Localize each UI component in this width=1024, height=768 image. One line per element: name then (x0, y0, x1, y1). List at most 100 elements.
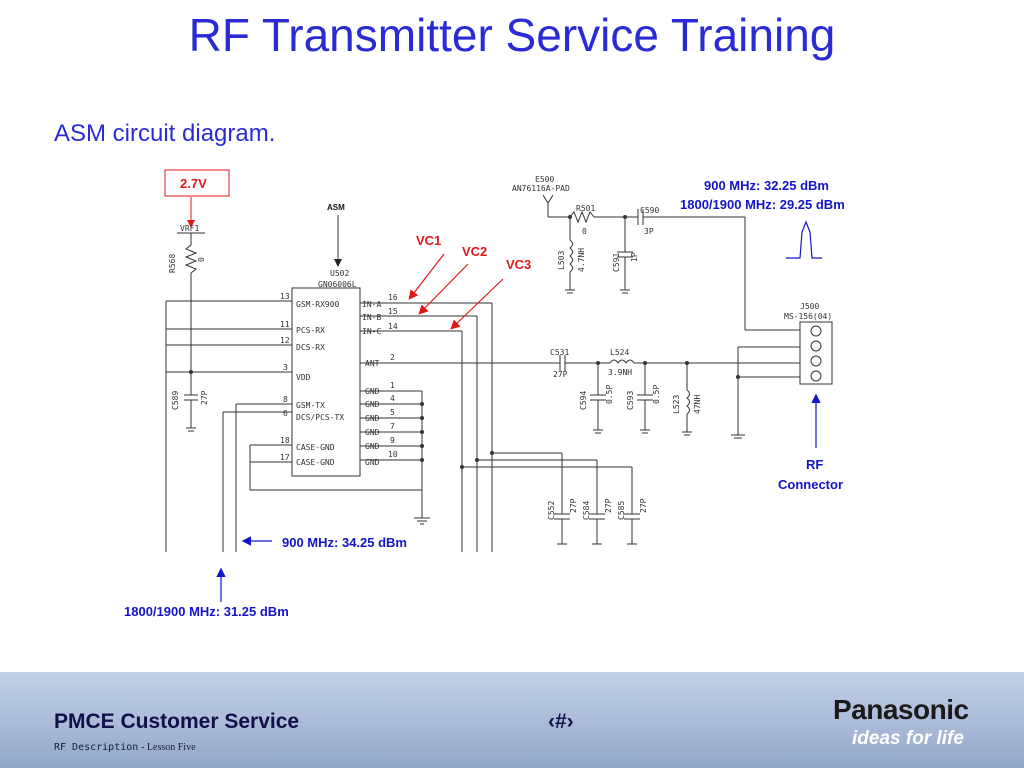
pin-num-right-7: 7 (390, 422, 395, 431)
pin-num-left-7: 17 (280, 453, 290, 462)
slide-number: ‹#› (548, 710, 574, 733)
pulse-waveform (786, 220, 822, 259)
pin-left-4: GSM-TX (296, 401, 325, 410)
pin-left-7: CASE-GND (296, 458, 335, 467)
label-c593-val: 0.5P (652, 385, 661, 404)
label-r568-val: 0 (197, 257, 206, 262)
asm-circuit-diagram: VRF1 R568 0 U502 GN06006L GSM-RX900 PCS-… (124, 169, 845, 619)
label-c589: C589 (171, 391, 180, 410)
pin-right-2: IN-C (362, 327, 381, 336)
pin-num-right-5: 4 (390, 394, 395, 403)
pin-left-6: CASE-GND (296, 443, 335, 452)
brand-tagline: ideas for life (852, 728, 964, 749)
label-c585: C585 (617, 501, 626, 520)
label-l503-val: 4.7NH (577, 248, 586, 272)
label-l524-val: 3.9NH (608, 368, 632, 377)
label-l524: L524 (610, 348, 629, 357)
label-l523: L523 (672, 395, 681, 414)
pin-right-5: GND (365, 400, 380, 409)
pin-num-right-6: 5 (390, 408, 395, 417)
pin-right-4: GND (365, 387, 380, 396)
supply-voltage-box (164, 169, 230, 197)
output-900-label: 900 MHz: 32.25 dBm (704, 178, 829, 193)
pin-left-3: VDD (296, 373, 311, 382)
pin-right-3: ANT (365, 359, 380, 368)
pin-left-1: PCS-RX (296, 326, 325, 335)
pin-right-0: IN-A (362, 300, 381, 309)
pin-right-1: IN-B (362, 313, 381, 322)
vc3-arrow (450, 278, 504, 330)
pin-num-left-2: 12 (280, 336, 290, 345)
pin-left-2: DCS-RX (296, 343, 325, 352)
label-c584: C584 (582, 501, 591, 520)
pin-right-7: GND (365, 428, 380, 437)
pin-left-5: DCS/PCS-TX (296, 413, 344, 422)
input-1800-label: 1800/1900 MHz: 31.25 dBm (124, 604, 289, 619)
schematic-wiring (165, 194, 833, 552)
pin-num-right-9: 10 (388, 450, 398, 459)
input-900-label: 900 MHz: 34.25 dBm (282, 535, 407, 550)
footer-banner: PMCE Customer Service ‹#› RF Description… (0, 672, 1024, 768)
label-c589-val: 27P (200, 390, 209, 405)
junction-dots (189, 215, 740, 469)
pin-num-right-4: 1 (390, 381, 395, 390)
label-c552-val: 27P (569, 498, 578, 513)
rf-connector-label-line1: RF (806, 457, 823, 472)
label-c591-val: 1P (630, 252, 639, 262)
pin-num-left-4: 8 (283, 395, 288, 404)
footer-desc-serif: - Lesson Five (141, 742, 196, 753)
label-c531-val: 27P (553, 370, 568, 379)
label-c594: C594 (579, 391, 588, 410)
asm-label: ASM (327, 203, 345, 212)
label-c590: C590 (640, 206, 659, 215)
pin-right-6: GND (365, 414, 380, 423)
label-e500-part: AN76116A-PAD (512, 184, 570, 193)
rf-connector-label-line2: Connector (778, 477, 843, 492)
label-r501-val: 0 (582, 227, 587, 236)
slide-subtitle: ASM circuit diagram. (54, 120, 276, 147)
pin-num-right-0: 16 (388, 293, 398, 302)
vc1-label: VC1 (416, 233, 441, 248)
label-u502: U502 (330, 269, 349, 278)
label-l523-val: 47NH (693, 395, 702, 414)
pin-left-0: GSM-RX900 (296, 300, 340, 309)
pin-num-left-1: 11 (280, 320, 290, 329)
label-c591: C591 (612, 253, 621, 272)
label-c585-val: 27P (639, 498, 648, 513)
vc2-arrow (418, 263, 469, 315)
schematic-labels: VRF1 R568 0 U502 GN06006L GSM-RX900 PCS-… (168, 175, 832, 520)
supply-voltage-label: 2.7V (180, 176, 207, 191)
label-c552: C552 (547, 501, 556, 520)
vc2-label: VC2 (462, 244, 487, 259)
pin-num-right-8: 9 (390, 436, 395, 445)
label-j500: J500 (800, 302, 819, 311)
pin-num-right-1: 15 (388, 307, 398, 316)
panasonic-logo: Panasonic (833, 694, 969, 725)
vc1-arrow (408, 253, 445, 300)
label-c594-val: 0.5P (605, 385, 614, 404)
label-r568: R568 (168, 254, 177, 273)
footer-desc-mono: RF Description (54, 742, 139, 753)
label-vrf1: VRF1 (180, 224, 199, 233)
vc3-label: VC3 (506, 257, 531, 272)
pin-right-8: GND (365, 442, 380, 451)
pin-num-left-3: 3 (283, 363, 288, 372)
pin-num-left-0: 13 (280, 292, 290, 301)
label-j500-part: MS-156(04) (784, 312, 832, 321)
label-l503: L503 (557, 251, 566, 270)
output-1800-label: 1800/1900 MHz: 29.25 dBm (680, 197, 845, 212)
pin-right-9: GND (365, 458, 380, 467)
pin-num-right-3: 2 (390, 353, 395, 362)
label-c590-val: 3P (644, 227, 654, 236)
label-e500: E500 (535, 175, 554, 184)
label-c584-val: 27P (604, 498, 613, 513)
label-c593: C593 (626, 391, 635, 410)
footer-org-label: PMCE Customer Service (54, 710, 300, 733)
pin-num-left-6: 18 (280, 436, 290, 445)
label-r501: R501 (576, 204, 595, 213)
pin-num-left-5: 6 (283, 409, 288, 418)
label-u502-part: GN06006L (318, 280, 357, 289)
slide-title: RF Transmitter Service Training (188, 9, 836, 61)
footer-description: RF Description - Lesson Five (54, 742, 196, 753)
label-c531: C531 (550, 348, 569, 357)
